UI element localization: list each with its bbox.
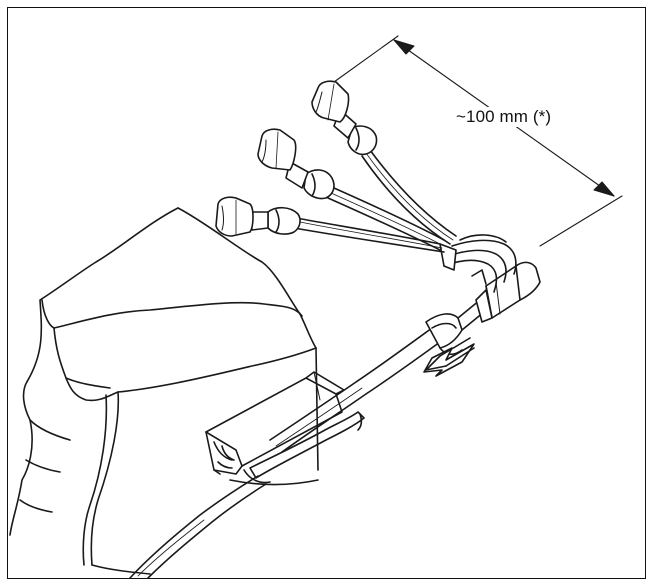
wire-lead-1 — [293, 217, 445, 253]
direction-arrow — [423, 337, 475, 377]
wire-lead-2 — [327, 187, 445, 251]
cable-clip — [205, 371, 365, 484]
dimension-label: ~100 mm (*) — [454, 107, 554, 127]
terminal-1 — [215, 196, 301, 237]
wire-lead-3 — [361, 149, 457, 245]
terminal-2 — [257, 128, 335, 200]
terminal-3 — [311, 80, 378, 156]
main-cable — [129, 327, 441, 579]
connector-block — [439, 234, 541, 323]
body-panel — [9, 207, 319, 575]
